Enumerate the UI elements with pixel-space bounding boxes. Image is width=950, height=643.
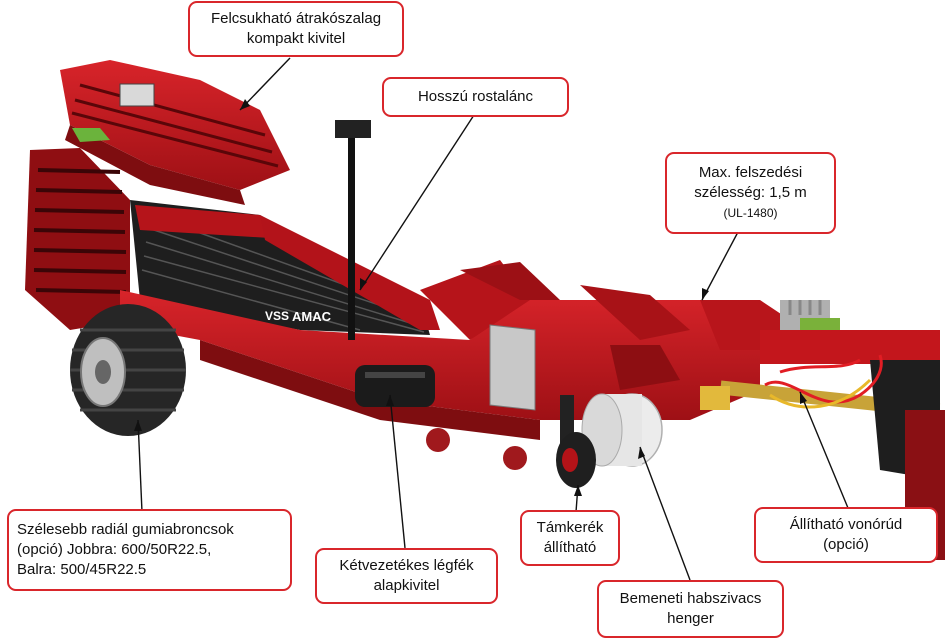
support-wheel (556, 395, 596, 488)
callout-foam-roller: Bemeneti habszivacs henger (597, 580, 784, 638)
hydraulic-hoses (764, 354, 883, 409)
callout-conveyor: Felcsukható átrakószalag kompakt kivitel (188, 1, 404, 57)
callout-air-brake-line2: alapkivitel (373, 577, 440, 594)
callout-drawbar-line2: (opció) (823, 536, 869, 553)
callout-pickup-width-line1: Max. felszedési (698, 164, 803, 181)
callout-foam-roller-line1: Bemeneti habszivacs (619, 590, 762, 607)
rear-elevator (25, 148, 130, 330)
callout-support-wheel-line2: állítható (543, 539, 597, 556)
leader-lines (137, 57, 849, 581)
light-mast (335, 120, 371, 340)
callout-pickup-width: Max. felszedési szélesség: 1,5 m (UL-148… (665, 152, 836, 234)
frame-rollers (426, 428, 527, 470)
callout-pickup-width-line3: (UL-1480) (723, 206, 778, 220)
callout-air-brake: Kétvezetékes légfék alapkivitel (315, 548, 498, 604)
callout-foam-roller-line2: henger (667, 610, 714, 627)
callout-tyres-line1: Szélesebb radiál gumiabroncsok (17, 521, 234, 538)
logo-text: VSS (265, 309, 289, 323)
callout-drawbar: Állítható vonórúd (opció) (754, 507, 938, 563)
leader-arrowheads (134, 99, 807, 496)
callout-drawbar-line1: Állítható vonórúd (789, 516, 903, 533)
folding-conveyor (60, 60, 290, 205)
main-wheel (70, 304, 186, 436)
main-frame: VSS AMAC (120, 260, 760, 440)
callout-conveyor-line2: kompakt kivitel (246, 30, 346, 47)
callout-tyres-line2: (opció) Jobbra: 600/50R22.5, (17, 541, 212, 558)
callout-tyres: Szélesebb radiál gumiabroncsok (opció) J… (7, 509, 292, 591)
callout-sieve-chain: Hosszú rostalánc (382, 77, 569, 117)
callout-support-wheel-line1: Támkerék (536, 519, 604, 536)
brand-text: AMAC (292, 309, 332, 324)
callout-pickup-width-line2: szélesség: 1,5 m (694, 184, 807, 201)
callout-conveyor-line1: Felcsukható átrakószalag (210, 10, 382, 27)
air-brake-tank (355, 365, 435, 407)
callout-sieve-chain-line1: Hosszú rostalánc (417, 88, 534, 105)
callout-tyres-line3: Balra: 500/45R22.5 (17, 561, 147, 578)
callout-support-wheel: Támkerék állítható (520, 510, 620, 566)
callout-air-brake-line1: Kétvezetékes légfék (339, 557, 474, 574)
